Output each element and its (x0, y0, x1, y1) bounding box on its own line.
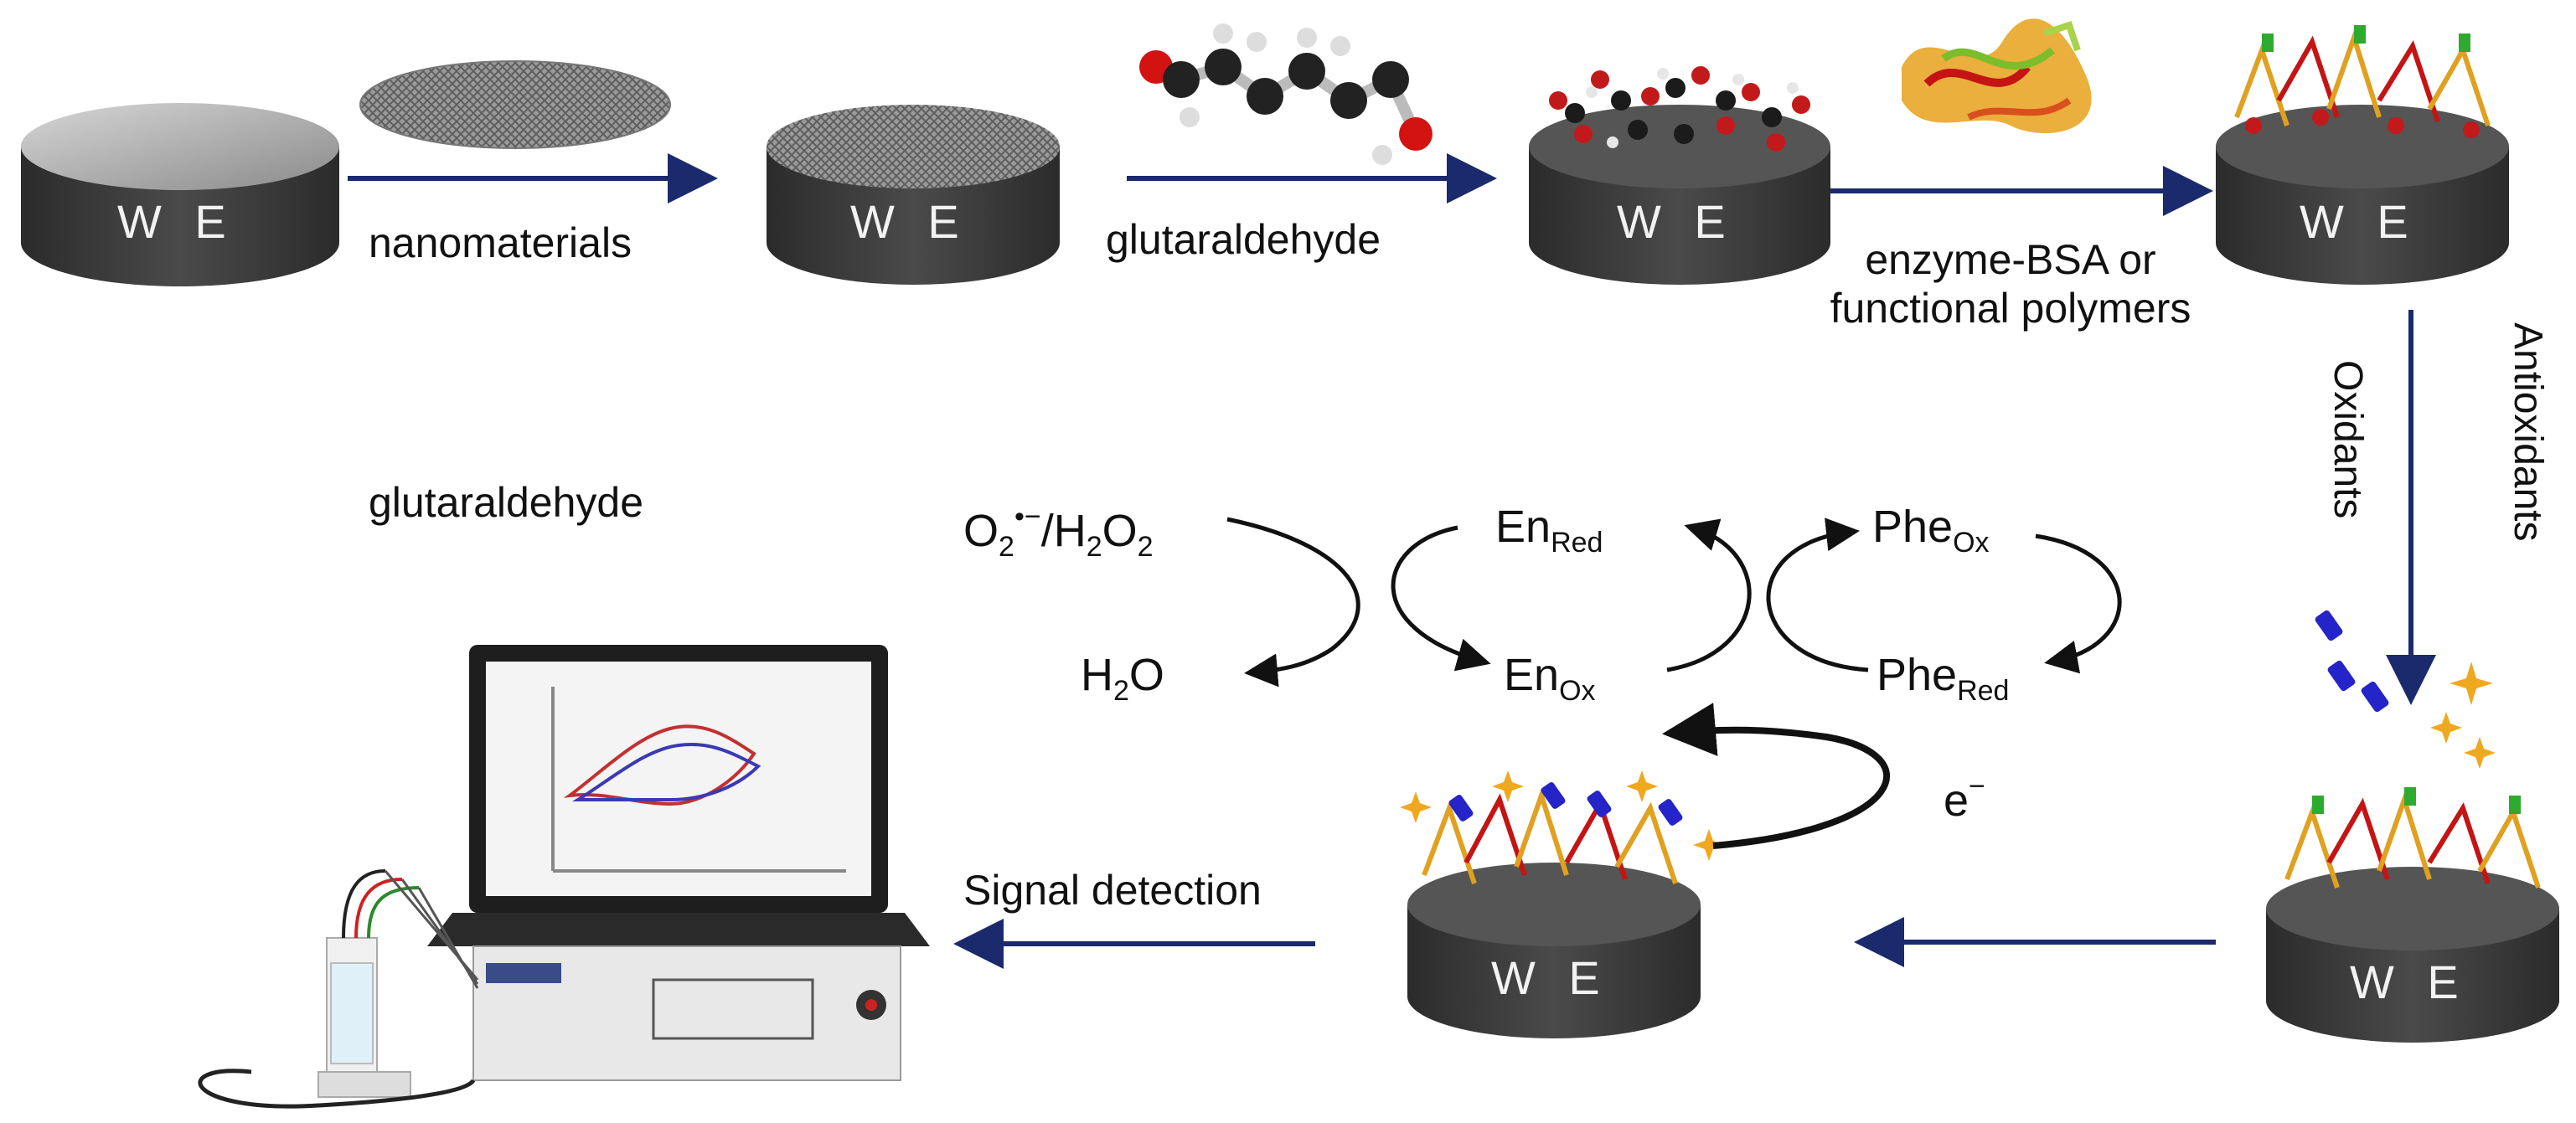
potentiostat-setup (198, 645, 930, 1109)
species-enzyme-red: EnRed (1495, 502, 1603, 559)
redox-cycle (1226, 517, 2122, 688)
nanomaterial-sheet (359, 60, 671, 149)
electrode-2-label: W E (850, 195, 969, 248)
species-superoxide-peroxide: O2•−/H2O2 (963, 501, 1154, 563)
electrode-3-label: W E (1617, 195, 1736, 248)
species-electron: e− (1944, 770, 1985, 826)
label-antioxidants: Antioxidants (2506, 322, 2550, 542)
label-glutaraldehyde-left: glutaraldehyde (369, 479, 644, 526)
electrode-bare (21, 103, 339, 286)
electrode-4-label: W E (2300, 195, 2419, 248)
species-enzyme-ox: EnOx (1504, 650, 1596, 707)
species-water: H2O (1081, 650, 1164, 707)
oxidant-particles (2315, 610, 2389, 713)
electrode-sensor (2266, 787, 2559, 1043)
electrode-6-label: W E (1491, 951, 1610, 1004)
antioxidant-sparkles (2430, 662, 2496, 769)
label-oxidants: Oxidants (2326, 360, 2370, 519)
label-glutaraldehyde-top: glutaraldehyde (1106, 216, 1381, 263)
label-enzyme-bsa: enzyme-BSA or functional polymers (1768, 236, 2253, 332)
electrode-enzyme (2216, 25, 2509, 285)
electrode-reacted (1400, 770, 1725, 1038)
label-enzyme-line1: enzyme-BSA or (1865, 236, 2156, 283)
enzyme-protein (1902, 18, 2092, 134)
species-phenol-ox: PheOx (1872, 502, 1990, 559)
electron-transfer-arrow (1662, 703, 1890, 849)
label-nanomaterials: nanomaterials (369, 219, 632, 266)
glutaraldehyde-molecule (1139, 23, 1433, 165)
label-signal-detection: Signal detection (963, 867, 1262, 914)
electrode-nanomaterial (767, 105, 1060, 285)
label-enzyme-line2: functional polymers (1830, 284, 2191, 332)
species-phenol-red: PheRed (1877, 650, 2010, 707)
electrode-crosslinked (1529, 66, 1830, 285)
cv-plot (551, 687, 846, 873)
electrode-5-label: W E (2350, 956, 2469, 1008)
electrode-1-label: W E (117, 195, 236, 248)
